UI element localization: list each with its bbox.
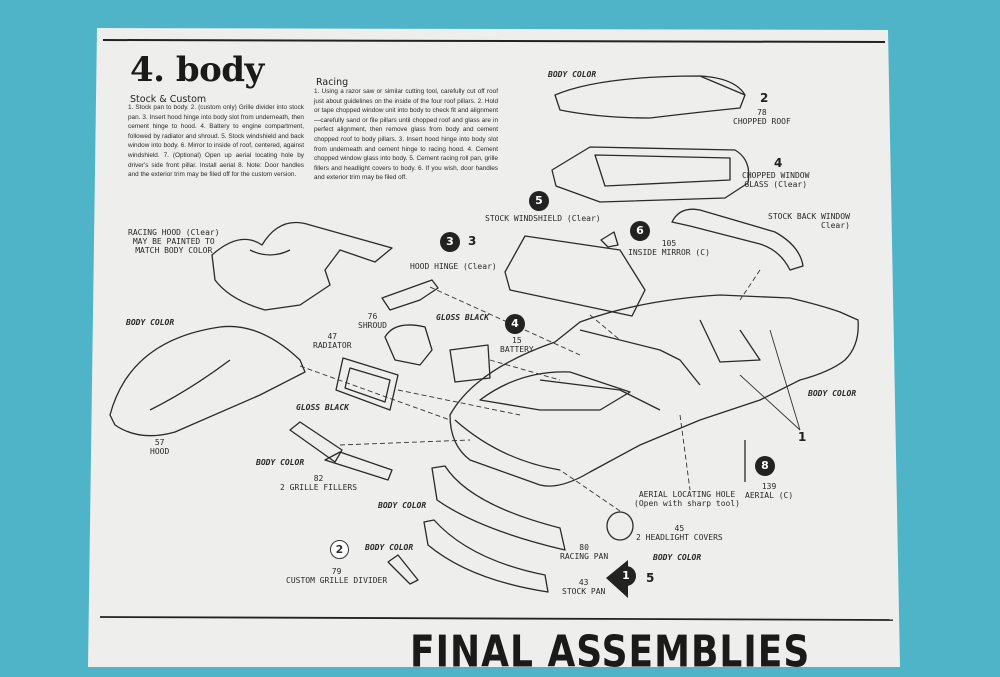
label-body-color-hood: BODY COLOR [126,318,175,327]
label-body-color-pan: BODY COLOR [378,501,427,510]
label-body-color-body: BODY COLOR [808,389,857,398]
bottom-rule [99,616,894,621]
stock-heading: Stock & Custom [130,94,207,105]
leader-body-1 [739,374,801,431]
assembly-line-9 [589,314,621,341]
car-body-part [449,294,859,487]
assembly-line-8 [739,269,761,301]
label-body-color-fillers: BODY COLOR [256,458,305,467]
label-hood: 57 HOOD [150,438,170,456]
label-hood-hinge: HOOD HINGE (Clear) [410,262,497,271]
assembly-line-3 [397,389,521,416]
label-body-color-divider: BODY COLOR [365,543,414,552]
assembly-line-6 [559,469,621,512]
racing-instructions: 1. Using a razor saw or similar cutting … [314,88,498,182]
step-hood-hinge-racing: 3 [468,234,477,248]
label-headlight-covers: 45 2 HEADLIGHT COVERS [636,524,723,542]
label-chopped-glass: CHOPPED WINDOW GLASS (Clear) [742,171,810,189]
label-battery: 15 BATTERY [500,336,534,354]
label-stock-pan: 43 STOCK PAN [562,578,606,596]
racing-hood-part [211,221,393,311]
chopped-glass-part [551,146,750,203]
step-divider: 2 [330,540,349,559]
step-aerial: 8 [755,456,775,476]
label-racing-hood: RACING HOOD (Clear) MAY BE PAINTED TO MA… [128,228,220,255]
step-battery: 4 [505,314,525,334]
step-hood-hinge: 3 [440,232,460,252]
hood-hinge-part [381,279,439,311]
label-radiator: 47 RADIATOR [313,332,352,350]
assembly-line-7 [679,414,691,491]
grille-filler-2 [324,451,393,481]
final-assemblies-heading: FINAL ASSEMBLIES [410,628,811,677]
label-body-color-roof: BODY COLOR [548,70,597,79]
label-aerial-hole: AERIAL LOCATING HOLE (Open with sharp to… [634,490,740,508]
stock-instructions: 1. Stock pan to body. 2. (custom only) G… [128,104,304,179]
step-body: 1 [798,430,807,444]
chopped-roof-part [554,75,746,119]
label-divider: 79 CUSTOM GRILLE DIVIDER [286,567,388,585]
shroud-part [384,324,433,366]
step-chopped-glass: 4 [774,156,783,170]
step-chopped-roof: 2 [760,91,769,105]
page-title: 4. body [130,50,264,90]
label-chopped-roof: 78 CHOPPED ROOF [733,108,791,126]
assembly-line-2 [489,359,561,381]
label-shroud: 76 SHROUD [358,312,387,330]
label-gloss-black-1: GLOSS BLACK [436,313,489,322]
label-gloss-black-2: GLOSS BLACK [296,403,349,412]
assembly-line-5 [299,365,451,421]
top-rule [102,39,886,43]
stock-pan-part [423,519,549,593]
paper [88,28,900,667]
racing-heading: Racing [316,77,349,88]
engine-bay [479,371,631,411]
label-body-color-stockpan: BODY COLOR [653,553,702,562]
leader-body-2 [769,329,801,431]
headlight-cover-part [606,511,634,541]
stock-windshield-part [504,235,646,317]
step-mirror: 6 [630,221,650,241]
label-aerial: 139 AERIAL (C) [745,482,794,500]
step-stock-pan: 1 [616,566,636,586]
label-stock-back-window: STOCK BACK WINDOW Clear) [768,212,850,230]
racing-pan-part [431,465,566,551]
label-racing-pan: 80 RACING PAN [560,543,609,561]
mirror-part [600,231,619,248]
label-mirror: 105 INSIDE MIRROR (C) [628,239,710,257]
label-grille-fillers: 82 2 GRILLE FILLERS [280,474,358,492]
divider-part [387,554,419,585]
battery-part [449,344,491,383]
label-stock-windshield: STOCK WINDSHIELD (Clear) [485,214,601,223]
step-stock-windshield: 5 [529,191,549,211]
hood-part [109,325,306,437]
grille-filler-1 [289,421,343,463]
assembly-line-4 [339,439,471,446]
stock-back-window-part [671,208,804,271]
step-stock-pan-racing: 5 [646,571,655,585]
